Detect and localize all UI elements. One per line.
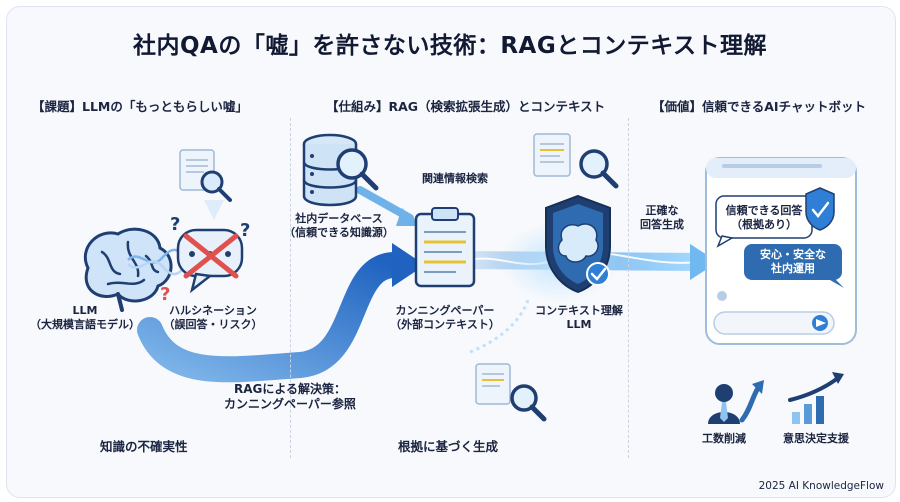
- chat-bubble-reliable: 信頼できる回答 （根拠あり）: [725, 204, 803, 231]
- verified-shield-icon: [805, 187, 835, 231]
- cost-reduction-label: 工数削減: [702, 432, 746, 445]
- rag-solution-label: RAGによる解決策： カンニングペーパー参照: [224, 382, 356, 411]
- doc-search-icon-3: [469, 299, 547, 422]
- decision-support-icon: [788, 372, 844, 424]
- database-label: 社内データベース （信頼できる知識源）: [284, 212, 394, 239]
- section-mechanism-title: 【仕組み】RAG（検索拡張生成）とコンテキスト: [326, 99, 606, 114]
- accurate-answer-label: 正確な 回答生成: [640, 204, 684, 231]
- divider-left: [290, 118, 291, 458]
- chat-bubble-safe: 安心・安全な 社内運用: [760, 248, 826, 275]
- hallucination-bubble-icon: [176, 228, 244, 294]
- page-title: 社内QAの「嘘」を許さない技術：RAGとコンテキスト理解: [132, 33, 768, 59]
- doc-search-icon-2: [533, 133, 619, 189]
- doc-search-icon-1: [179, 149, 232, 220]
- database-icon: [302, 133, 379, 207]
- bottom-caption-grounded: 根拠に基づく生成: [398, 439, 499, 454]
- bottom-caption-uncertainty: 知識の不確実性: [100, 439, 188, 454]
- divider-right: [628, 118, 629, 458]
- llm-label: LLM （大規模言語モデル）: [30, 304, 140, 331]
- clipboard-icon: [414, 207, 476, 288]
- section-problem-title: 【課題】LLMの「もっともらしい嘘」: [32, 99, 248, 114]
- cost-reduction-icon: [708, 380, 764, 424]
- footer-credit: 2025 AI KnowledgeFlow: [758, 480, 884, 492]
- context-llm-shield-icon: [545, 194, 611, 294]
- svg-text:?: ?: [160, 284, 170, 305]
- search-label: 関連情報検索: [422, 172, 488, 185]
- brain-icon: [83, 227, 173, 312]
- context-llm-label: コンテキスト理解 LLM: [535, 304, 623, 331]
- svg-text:?: ?: [170, 214, 180, 235]
- decision-support-label: 意思決定支援: [783, 432, 849, 445]
- rag-solution-arrow: [137, 243, 425, 383]
- question-marks: ? ? ?: [160, 214, 250, 305]
- hallucination-label: ハルシネーション （誤回答・リスク）: [163, 304, 263, 331]
- cheat-sheet-label: カンニングペーパー （外部コンテキスト）: [390, 304, 500, 331]
- svg-text:?: ?: [240, 220, 250, 241]
- section-value-title: 【価値】信頼できるAIチャットボット: [652, 99, 866, 114]
